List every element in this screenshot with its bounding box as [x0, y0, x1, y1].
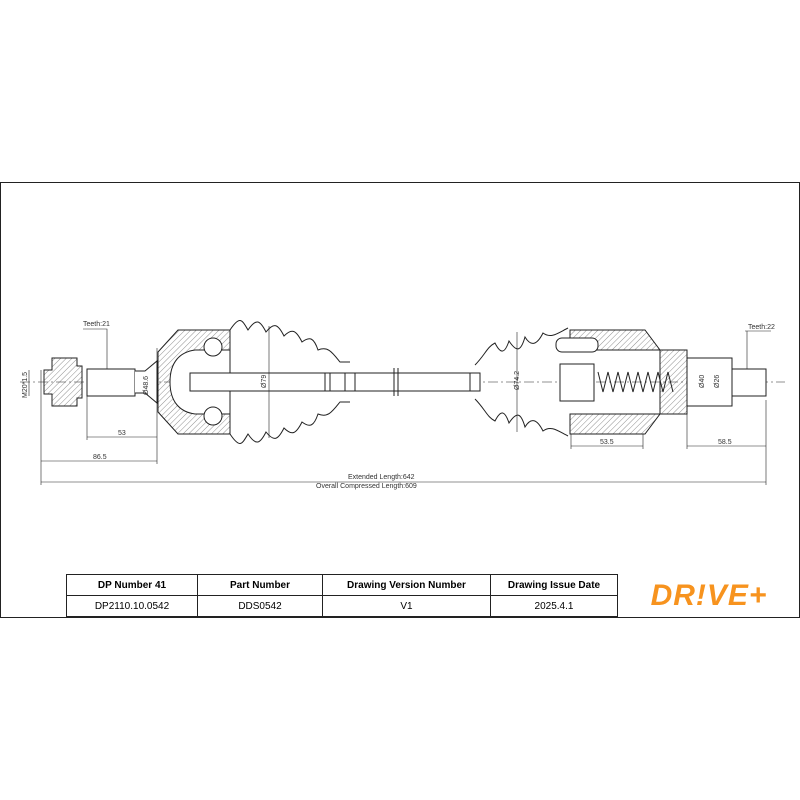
- dia-bell-label: Ø48.6: [143, 376, 150, 395]
- dia-left-boot-label: Ø79: [261, 375, 268, 388]
- logo-text: DR!VE+: [650, 579, 768, 612]
- header-part-number: Part Number: [197, 574, 323, 596]
- dim-86-5: 86.5: [93, 454, 107, 461]
- compressed-length: Overall Compressed Length:609: [316, 483, 417, 490]
- header-version: Drawing Version Number: [322, 574, 491, 596]
- right-stub: [686, 357, 733, 407]
- drive-plus-logo: DR!VE+: [618, 575, 800, 617]
- left-boot: [229, 320, 350, 444]
- right-teeth-label: Teeth:22: [748, 324, 775, 331]
- thread-label: M20*1.5: [22, 372, 29, 398]
- header-dp-number: DP Number 41: [66, 574, 198, 596]
- right-spline: [731, 368, 767, 397]
- left-teeth-label: Teeth:21: [83, 321, 110, 328]
- header-issue-date: Drawing Issue Date: [490, 574, 618, 596]
- spring: [597, 371, 674, 393]
- part-number-value: DDS0542: [197, 595, 323, 617]
- dp-number-value: DP2110.10.0542: [66, 595, 198, 617]
- extended-length: Extended Length:642: [348, 474, 415, 481]
- dim-58-5: 58.5: [718, 439, 732, 446]
- title-block-table: DP Number 41 Part Number Drawing Version…: [66, 574, 618, 617]
- dim-53-5: 53.5: [600, 439, 614, 446]
- left-nut: [43, 357, 83, 407]
- version-value: V1: [322, 595, 491, 617]
- left-spline: [86, 368, 136, 397]
- dia-40-label: Ø40: [699, 375, 706, 388]
- right-boot: [474, 327, 569, 437]
- dia-26-label: Ø26: [714, 375, 721, 388]
- issue-date-value: 2025.4.1: [490, 595, 618, 617]
- dim-53: 53: [118, 430, 126, 437]
- dia-right-boot-label: Ø74.2: [514, 371, 521, 390]
- shaft: [189, 372, 481, 392]
